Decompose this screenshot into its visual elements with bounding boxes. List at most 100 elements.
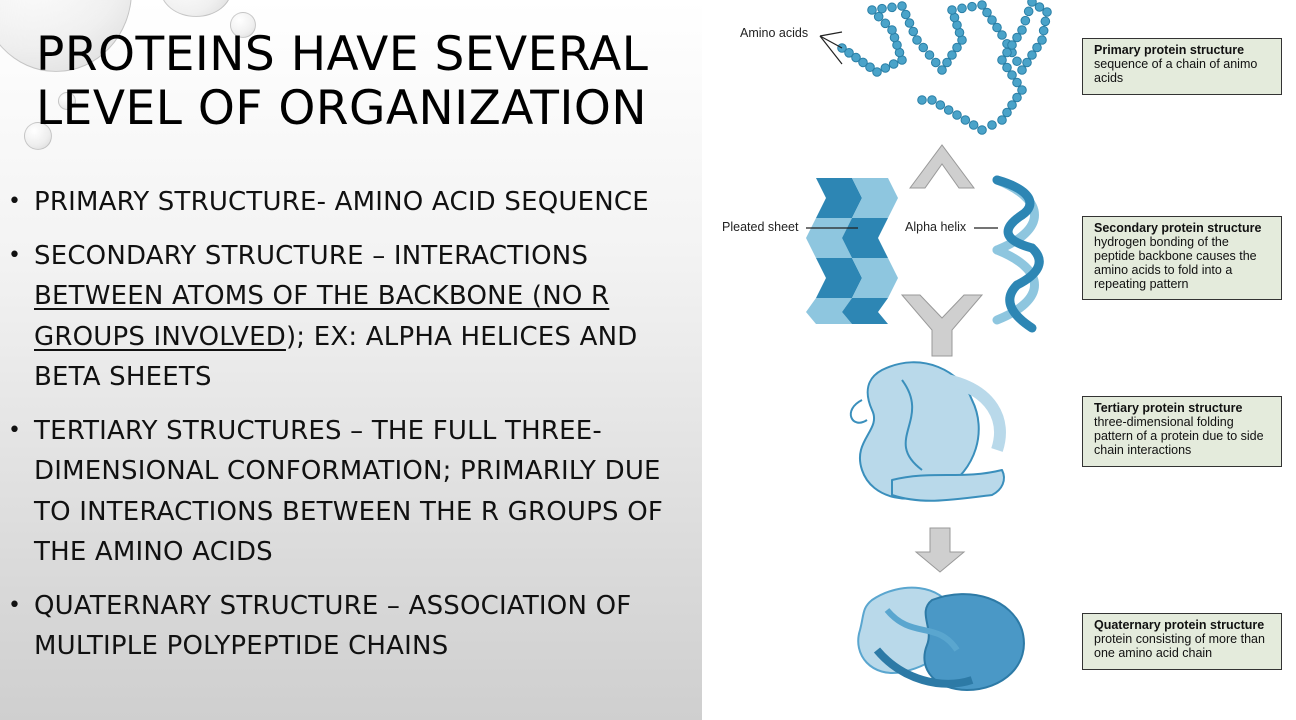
bullet-text: Secondary structure – interactions (34, 240, 589, 271)
amino-acid-bead (1034, 2, 1045, 12)
box-title: Quaternary protein structure (1094, 618, 1265, 632)
bullet-secondary: •Secondary structure – interactions betw… (8, 240, 638, 393)
box-title: Primary protein structure (1094, 43, 1245, 57)
amino-acid-bead (1002, 62, 1012, 73)
amino-acid-bead (918, 42, 929, 53)
amino-acid-bead (1012, 56, 1022, 67)
amino-acid-bead (880, 63, 891, 73)
amino-acid-bead (952, 42, 962, 53)
split-arrow-icon (909, 144, 975, 189)
amino-acid-bead (887, 2, 897, 13)
amino-acid-bead (873, 11, 884, 22)
amino-acid-bead (947, 50, 957, 60)
label-alpha-helix: Alpha helix (905, 220, 967, 234)
amino-acid-bead (1017, 65, 1027, 75)
box-desc: hydrogen bonding of the peptide backbone… (1094, 235, 1257, 291)
amino-acid-bead (1038, 25, 1049, 36)
bullet-text: Quaternary structure – association of mu… (34, 590, 632, 662)
amino-acid-bead (1017, 25, 1027, 35)
amino-acid-bead (1007, 70, 1017, 80)
amino-acid-bead (968, 120, 979, 130)
amino-acid-bead (1007, 40, 1017, 50)
amino-acid-bead (1037, 35, 1047, 45)
amino-acid-bead (967, 1, 977, 12)
tertiary-structure-icon (849, 361, 1006, 502)
amino-acid-bead (997, 115, 1007, 125)
tertiary-structure-box: Tertiary protein structure three-dimensi… (1082, 396, 1282, 467)
amino-acid-bead (1022, 57, 1032, 68)
amino-acid-bead (987, 120, 997, 130)
bullet-primary: •Primary structure- amino acid sequence (8, 187, 649, 217)
amino-acid-chain (837, 0, 1052, 135)
amino-acid-bead (1002, 47, 1012, 58)
merge-arrow-icon (900, 294, 984, 357)
box-desc: sequence of a chain of animo acids (1094, 57, 1258, 85)
amino-acid-bead (960, 115, 971, 125)
slide-title: Proteins have several level of organizat… (36, 27, 649, 136)
quaternary-structure-box: Quaternary protein structure protein con… (1082, 613, 1282, 670)
amino-acid-bead (947, 5, 957, 15)
amino-acid-bead (867, 5, 877, 15)
amino-acid-bead (917, 95, 927, 105)
box-title: Tertiary protein structure (1094, 401, 1243, 415)
pleated-sheet-icon (806, 178, 898, 324)
amino-acid-bead (1007, 100, 1017, 110)
amino-acid-bead (957, 3, 967, 14)
amino-acid-bead (935, 100, 946, 110)
amino-acid-bead (937, 65, 947, 75)
amino-acids-pointer (819, 35, 843, 65)
amino-acid-bead (887, 25, 897, 35)
amino-acid-bead (908, 26, 919, 37)
down-arrow-icon (914, 527, 966, 573)
amino-acid-bead (1012, 77, 1022, 88)
amino-acid-bead (872, 67, 882, 77)
amino-acid-bead (927, 95, 937, 105)
box-desc: protein consisting of more than one amin… (1094, 632, 1265, 660)
amino-acid-bead (977, 125, 987, 135)
alpha-helix-icon (992, 175, 1044, 333)
water-drop (58, 92, 76, 110)
amino-acid-bead (851, 52, 861, 63)
bullet-text: ); ex: alpha helices and beta sheets (34, 321, 638, 393)
amino-acid-bead (987, 15, 997, 25)
amino-acid-bead (912, 35, 922, 45)
label-amino-acids: Amino acids (740, 26, 809, 40)
amino-acid-bead (1012, 32, 1022, 43)
amino-acid-bead (865, 62, 875, 72)
amino-acid-bead (880, 18, 891, 29)
amino-acid-bead (930, 57, 941, 68)
diagram-svg (806, 0, 1052, 691)
amino-acid-bead (900, 9, 911, 20)
amino-acid-bead (943, 105, 954, 115)
bullet-list: •Primary structure- amino acid sequence … (8, 182, 688, 680)
amino-acid-bead (1040, 16, 1051, 27)
amino-acid-bead (1017, 85, 1027, 95)
bullet-underlined-text: between atoms of the backbone (no R grou… (34, 281, 610, 352)
slide-text-panel: Proteins have several level of organizat… (0, 0, 702, 720)
amino-acid-bead (982, 7, 992, 18)
amino-acid-bead (992, 22, 1002, 33)
amino-acid-bead (1042, 7, 1052, 17)
amino-acid-bead (904, 18, 915, 28)
water-drop (230, 12, 256, 38)
amino-acid-bead (1027, 50, 1037, 60)
amino-acid-bead (1023, 6, 1034, 17)
water-drop (24, 122, 52, 150)
amino-acid-bead (877, 3, 887, 14)
bullet-quaternary: •Quaternary structure – association of m… (8, 590, 632, 662)
label-pleated-sheet: Pleated sheet (722, 220, 799, 234)
amino-acid-bead (858, 57, 868, 68)
amino-acid-bead (997, 55, 1007, 65)
amino-acid-bead (924, 50, 935, 60)
amino-acid-bead (942, 57, 952, 68)
box-title: Secondary protein structure (1094, 221, 1262, 235)
protein-structure-diagram: Amino acids Pleated sheet Alpha helix Pr… (702, 0, 1296, 720)
quaternary-structure-icon (857, 586, 1025, 691)
amino-acids-pointer (819, 35, 843, 49)
amino-acid-bead (1012, 92, 1022, 103)
secondary-structure-box: Secondary protein structure hydrogen bon… (1082, 216, 1282, 300)
amino-acid-bead (888, 59, 899, 69)
amino-acid-bead (1032, 42, 1042, 53)
